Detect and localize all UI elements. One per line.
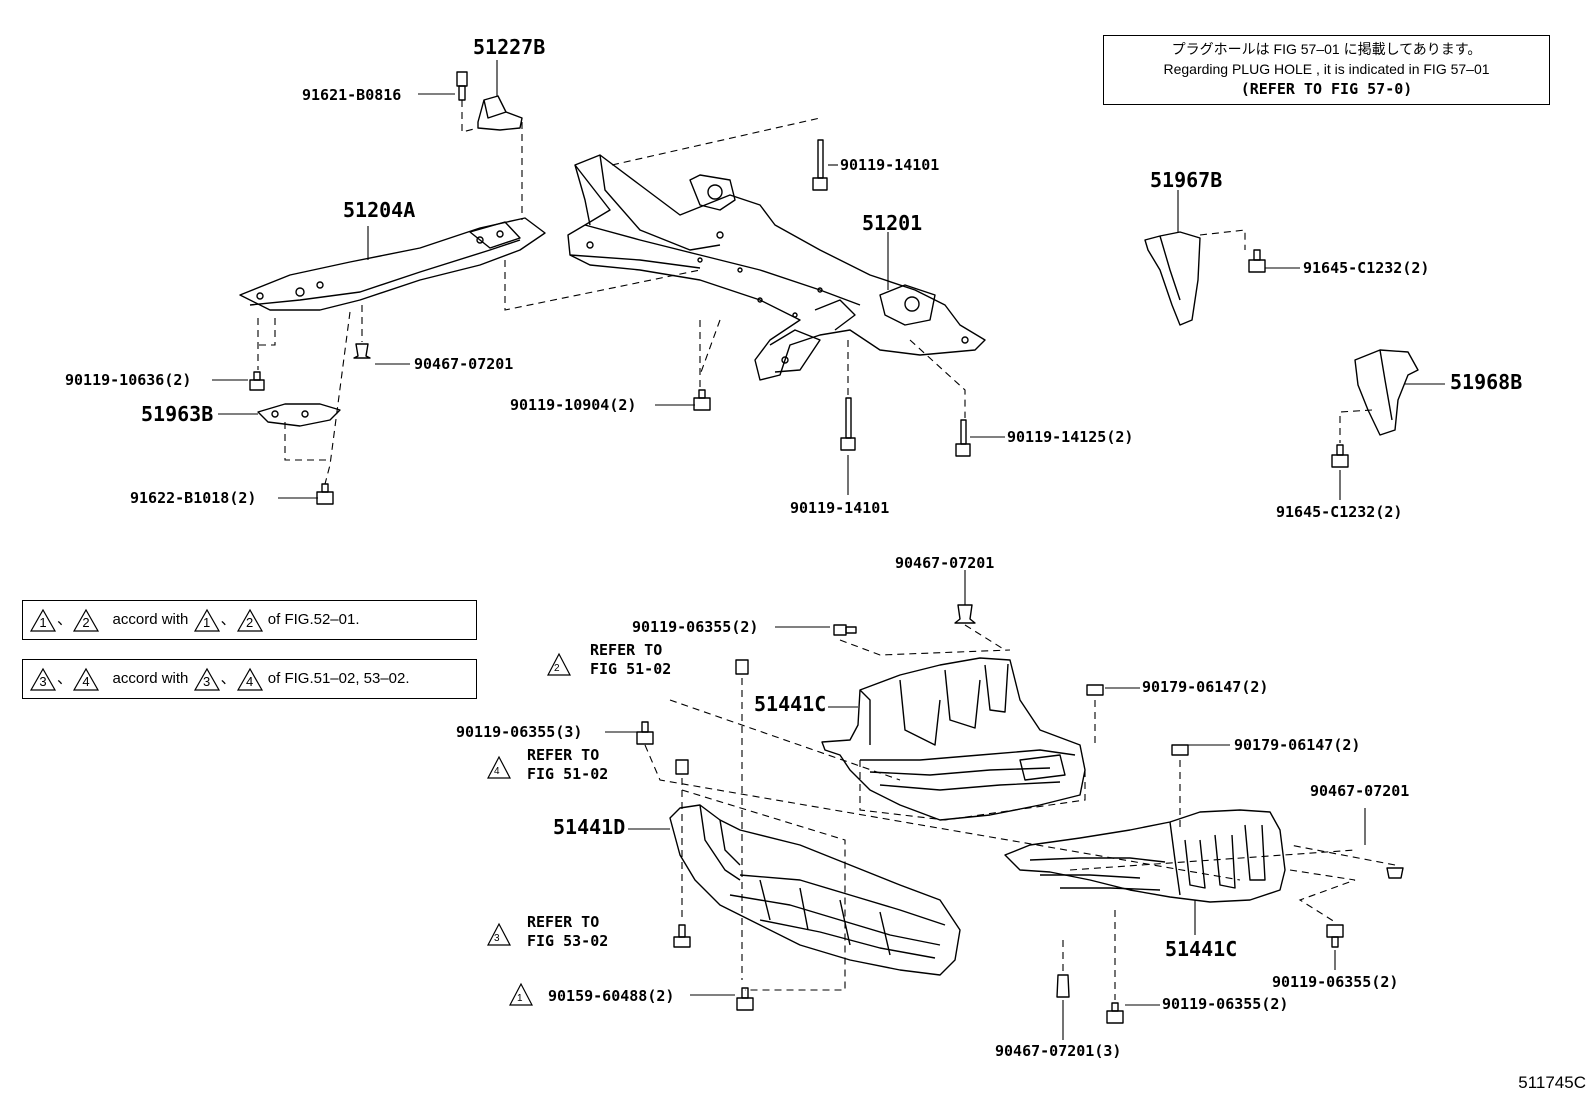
bracket-51204A xyxy=(239,217,546,311)
cover-51441D xyxy=(669,804,961,976)
cover-51441C-lower xyxy=(1004,809,1286,903)
label-90119-06355-a: 90119-06355(2) xyxy=(632,618,759,636)
label-91622-B1018: 91622-B1018(2) xyxy=(130,489,257,507)
label-90119-06355-b: 90119-06355(3) xyxy=(456,723,583,741)
label-90119-14101-top: 90119-14101 xyxy=(840,156,940,174)
label-51227B: 51227B xyxy=(473,35,546,59)
label-90119-06355-d: 90119-06355(2) xyxy=(1162,995,1289,1013)
triangle-icon: 3 xyxy=(193,667,221,691)
plate-51963B xyxy=(257,403,341,427)
label-51201: 51201 xyxy=(862,211,923,235)
note-japanese: プラグホールは FIG 57–01 に掲載してあります。 xyxy=(1171,41,1482,57)
accord-box-1: 1、2 accord with 1、2 of FIG.52–01. xyxy=(22,600,477,640)
triangle-icon: 4 xyxy=(72,667,100,691)
label-90467-07201-right: 90467-07201 xyxy=(1310,782,1410,800)
label-91645-C1232-top: 91645-C1232(2) xyxy=(1303,259,1430,277)
refer-2-line1: REFER TO xyxy=(590,641,663,659)
accord-fig: of FIG.52–01. xyxy=(267,611,360,628)
label-51963B: 51963B xyxy=(141,402,214,426)
refer-number-4: 4 xyxy=(494,766,500,777)
triangle-icon: 2 xyxy=(236,608,264,632)
guide-lines xyxy=(257,100,1396,1000)
fasteners xyxy=(249,71,1404,1024)
label-90119-06355-c: 90119-06355(2) xyxy=(1272,973,1399,991)
label-51441C-upper: 51441C xyxy=(754,692,827,716)
figure-code: 511745C xyxy=(1518,1073,1586,1092)
triangle-icon: 3 xyxy=(29,667,57,691)
accord-box-2: 3、4 accord with 3、4 of FIG.51–02, 53–02. xyxy=(22,659,477,699)
refer-number-1: 1 xyxy=(517,993,523,1004)
label-51441C-lower: 51441C xyxy=(1165,937,1238,961)
note-refer: (REFER TO FIG 57-0) xyxy=(1240,80,1413,98)
triangle-icon: 1 xyxy=(29,608,57,632)
label-90467-07201-3: 90467-07201(3) xyxy=(995,1042,1122,1060)
label-90179-06147-a: 90179-06147(2) xyxy=(1142,678,1269,696)
accord-text: accord with xyxy=(112,611,189,628)
label-91645-C1232-bottom: 91645-C1232(2) xyxy=(1276,503,1403,521)
bracket-51967B xyxy=(1144,231,1201,326)
triangle-icon: 1 xyxy=(193,608,221,632)
refer-3-line2: FIG 53-02 xyxy=(527,932,609,950)
label-90119-14125: 90119-14125(2) xyxy=(1007,428,1134,446)
label-51967B: 51967B xyxy=(1150,168,1223,192)
note-english: Regarding PLUG HOLE , it is indicated in… xyxy=(1163,61,1490,77)
label-51204A: 51204A xyxy=(343,198,416,222)
label-51441D: 51441D xyxy=(553,815,626,839)
refer-number-2: 2 xyxy=(554,663,560,674)
refer-2-line2: FIG 51-02 xyxy=(590,660,672,678)
refer-3-line1: REFER TO xyxy=(527,913,600,931)
label-90119-10636: 90119-10636(2) xyxy=(65,371,192,389)
bracket-51968B xyxy=(1354,349,1419,436)
refer-triangles xyxy=(487,652,571,1006)
accord-fig: of FIG.51–02, 53–02. xyxy=(267,670,410,687)
refer-4-line1: REFER TO xyxy=(527,746,600,764)
label-90119-14101-bottom: 90119-14101 xyxy=(790,499,890,517)
label-90159-60488: 90159-60488(2) xyxy=(548,987,675,1005)
refer-number-3: 3 xyxy=(494,933,500,944)
accord-text: accord with xyxy=(112,670,189,687)
bracket-51227B xyxy=(477,95,523,131)
label-90119-10904: 90119-10904(2) xyxy=(510,396,637,414)
triangle-icon: 2 xyxy=(72,608,100,632)
refer-4-line2: FIG 51-02 xyxy=(527,765,609,783)
label-90467-07201-left: 90467-07201 xyxy=(414,355,514,373)
plug-hole-note: プラグホールは FIG 57–01 に掲載してあります。 Regarding P… xyxy=(1103,35,1550,105)
triangle-icon: 4 xyxy=(236,667,264,691)
label-91621-B0816: 91621-B0816 xyxy=(302,86,402,104)
label-90179-06147-b: 90179-06147(2) xyxy=(1234,736,1361,754)
cover-51441C-upper xyxy=(821,657,1086,821)
label-51968B: 51968B xyxy=(1450,370,1523,394)
label-90467-07201-mid: 90467-07201 xyxy=(895,554,995,572)
leader-lines xyxy=(212,60,1445,1040)
crossmember-51201 xyxy=(567,154,986,381)
